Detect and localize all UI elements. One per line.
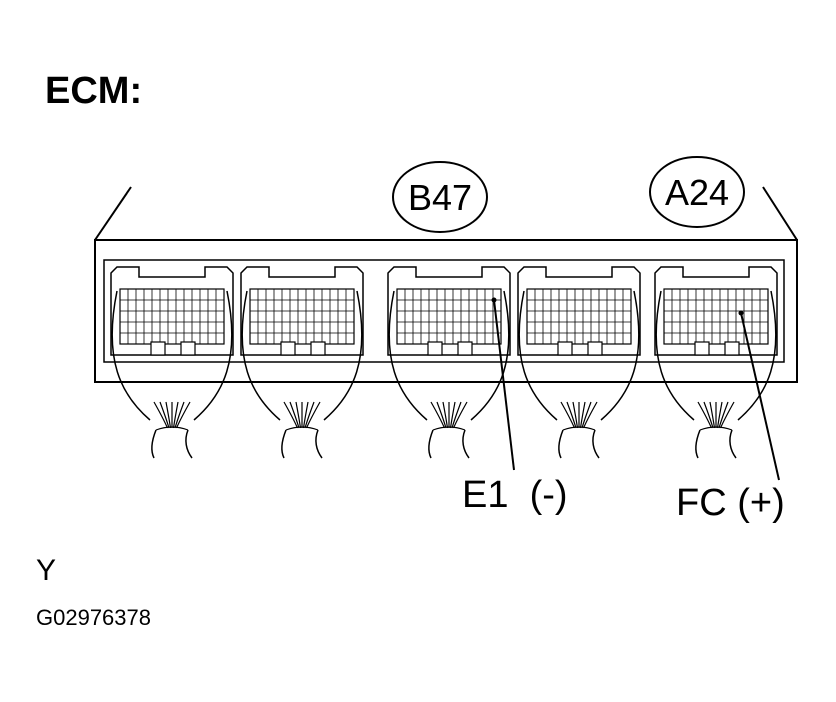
fc-name: FC [676,482,727,524]
e1-name: E1 [462,474,509,516]
e1-terminal-dot [491,297,497,303]
fc-leader-line [740,312,780,481]
wire-harness-group [111,290,777,459]
figure-code: G02976378 [36,605,151,630]
ecm-connector-4 [517,266,641,356]
connector-group [110,266,778,356]
diagram-title: ECM: [45,70,143,112]
e1-leader-line [493,299,515,471]
wire-harness-4 [518,290,640,459]
e1-terminal-label: E1 (-) [462,474,568,517]
svg-text:B47: B47 [408,177,472,218]
wire-harness-5 [655,290,777,459]
fc-polarity: (+) [737,482,785,524]
fc-terminal-dot [738,310,744,316]
svg-text:A24: A24 [665,172,729,213]
connector-callout-b47: B47 [392,161,488,233]
view-label: Y [36,554,57,587]
wire-harness-3 [388,290,510,459]
housing-edge-right [762,186,798,241]
wire-harness-1 [111,290,233,459]
connector-callout-a24: A24 [649,156,745,228]
housing-edge-left [94,186,132,241]
ecm-connector-2 [240,266,364,356]
ecm-connector-3 [387,266,511,356]
wire-harness-2 [241,290,363,459]
ecm-connector-1 [110,266,234,356]
fc-terminal-label: FC (+) [676,482,785,525]
ecm-connector-5 [654,266,778,356]
e1-polarity: (-) [529,474,568,516]
